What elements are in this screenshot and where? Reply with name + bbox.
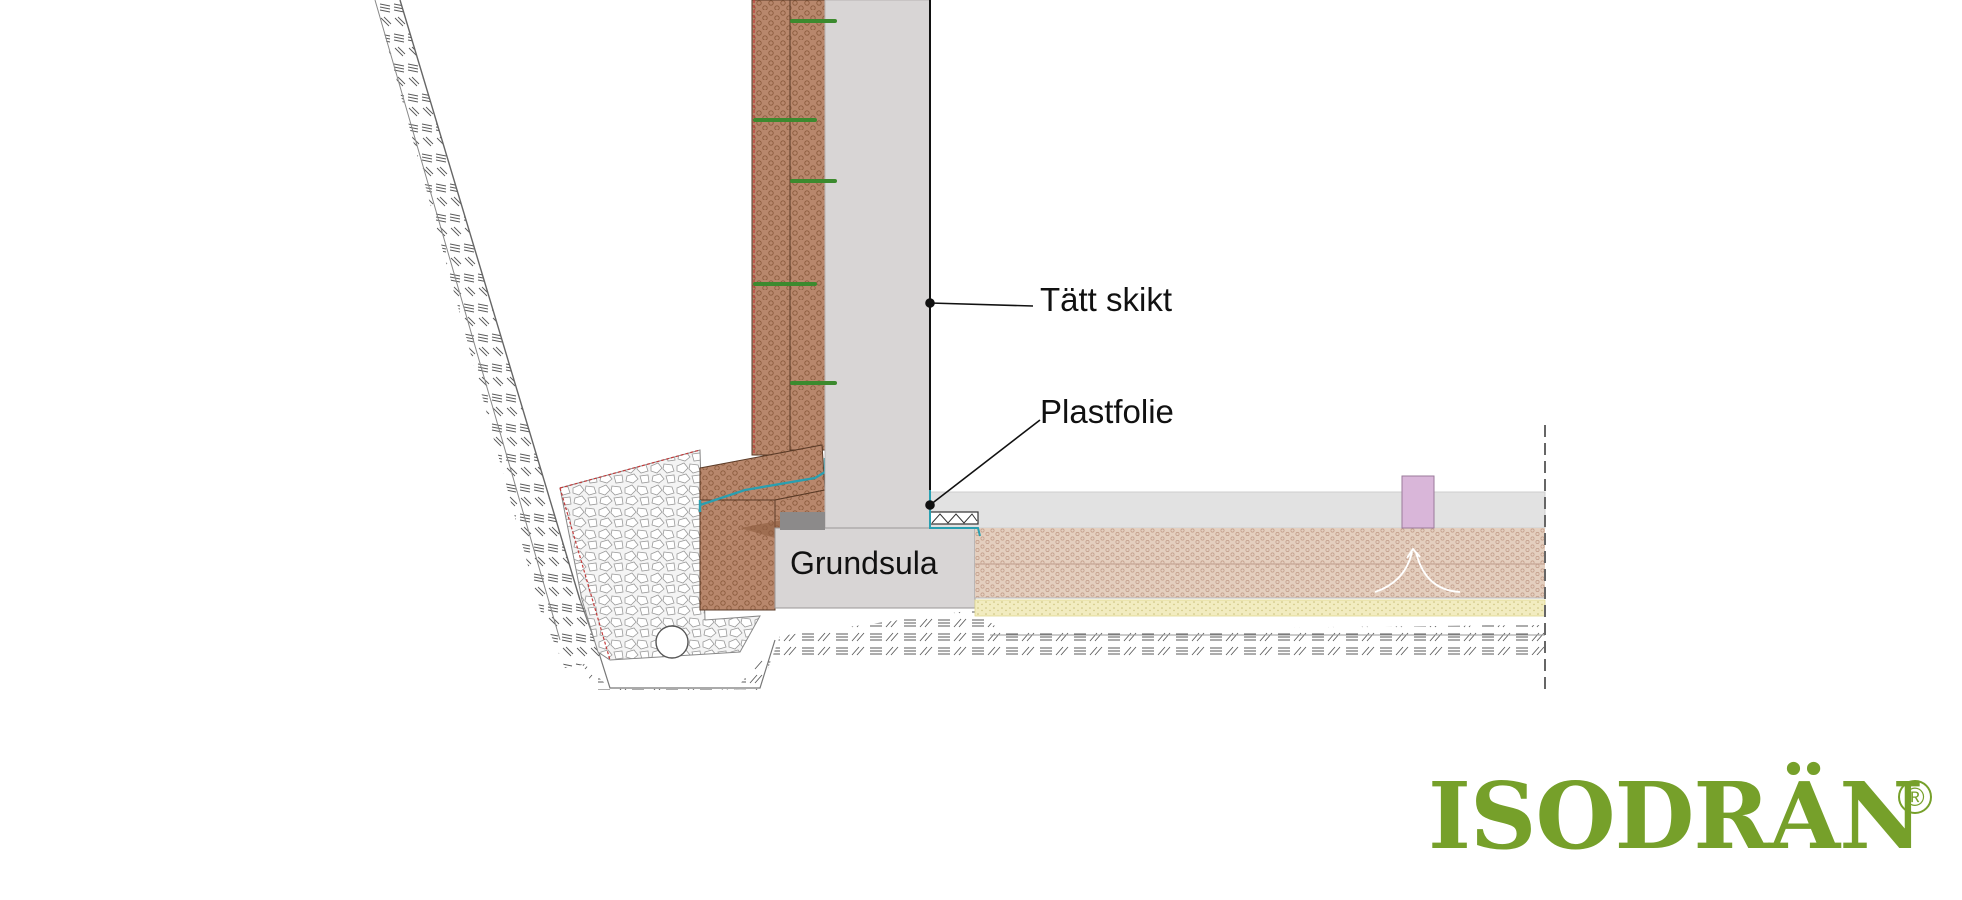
footing <box>774 512 976 609</box>
radon-well <box>1401 475 1435 529</box>
drain-pipe <box>655 625 689 659</box>
label-plastic-film: Plastfolie <box>1040 393 1174 430</box>
underslab-insulation <box>975 528 1545 599</box>
slab-edge-strip <box>929 490 981 537</box>
label-footing: Grundsula <box>790 545 938 581</box>
concrete-wall <box>824 0 931 529</box>
registered-mark: ® <box>1898 780 1932 814</box>
leader-lines <box>925 298 1041 510</box>
airflow-arrows <box>1374 547 1461 593</box>
excavation-soil <box>374 0 610 668</box>
floor-slab <box>929 491 1546 529</box>
sand-bed <box>974 599 1546 617</box>
label-tight-layer: Tätt skikt <box>1040 281 1173 318</box>
logo-text: ISODRÄN <box>1428 762 1923 870</box>
wall-insulation <box>751 0 826 456</box>
insulation-anchors <box>753 19 837 385</box>
isodran-logo: ISODRÄN ® <box>1420 770 1940 890</box>
